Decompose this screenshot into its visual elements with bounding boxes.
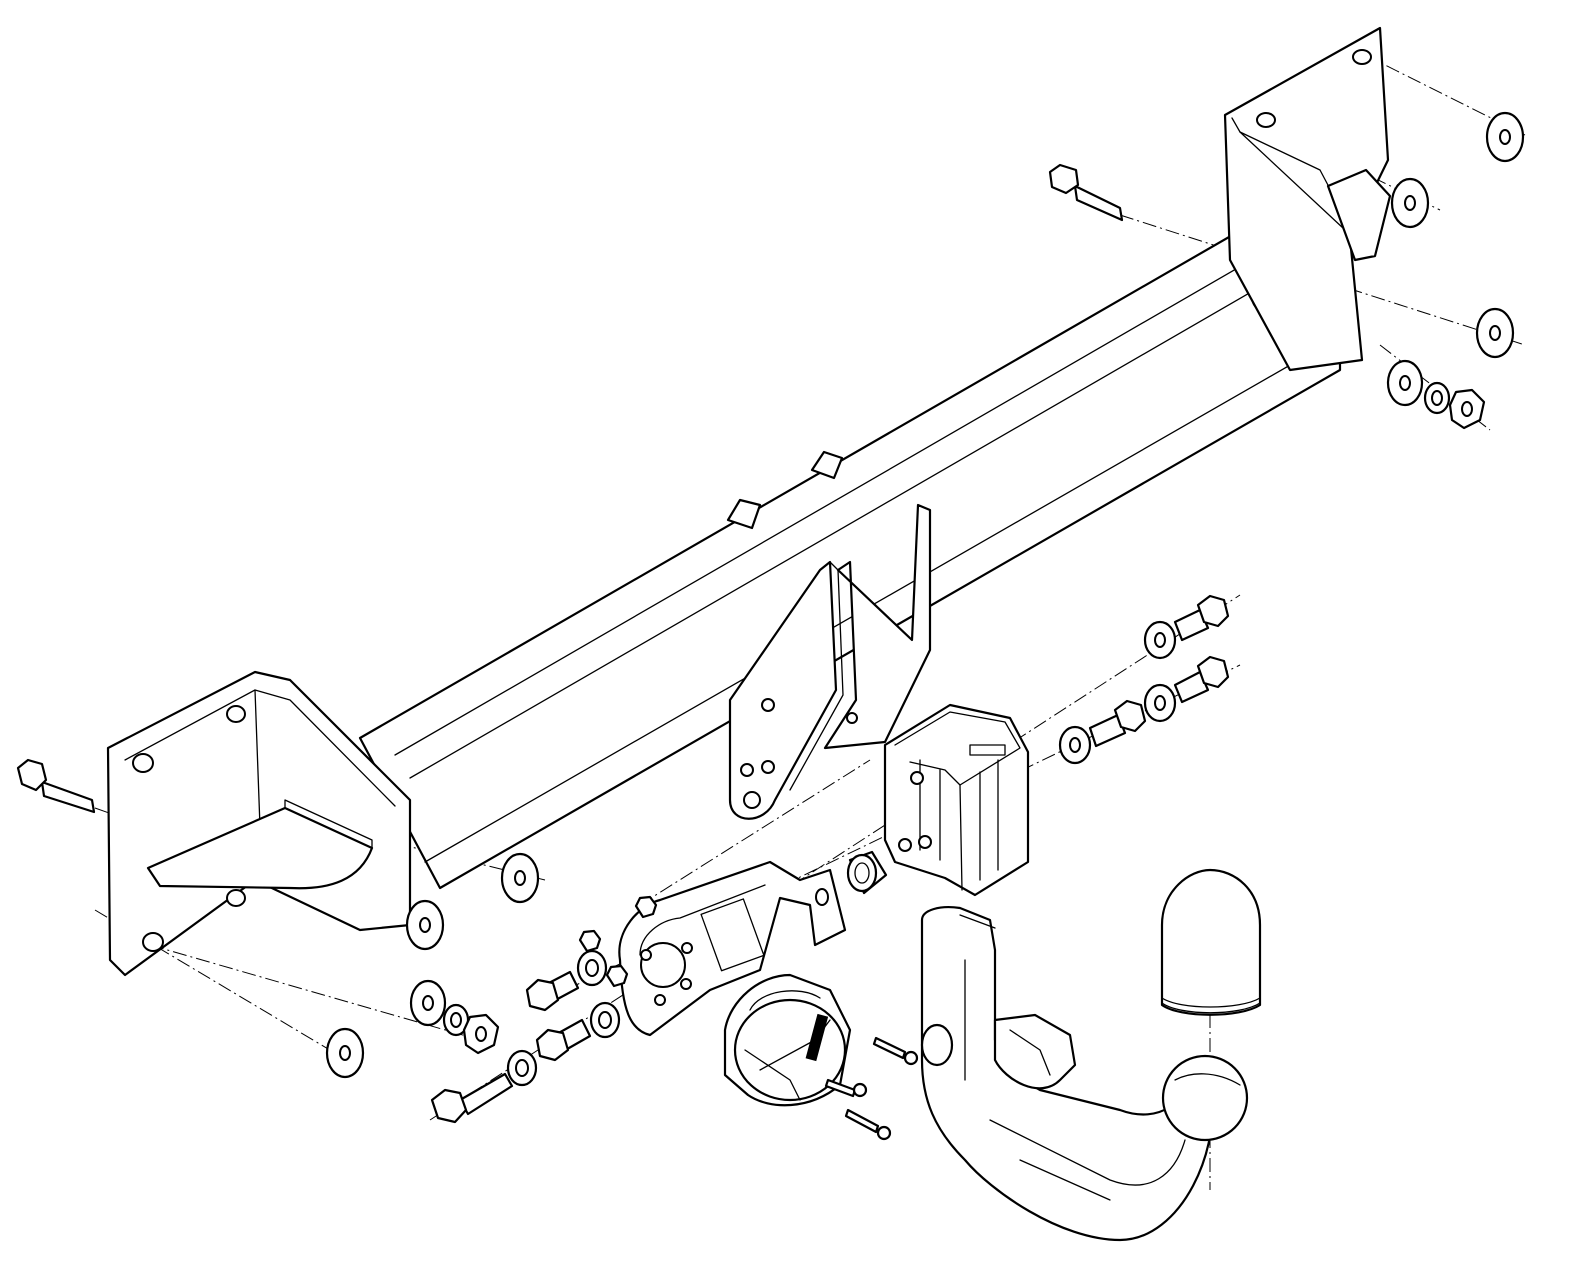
washer-left-2 <box>405 899 445 951</box>
washer-bracket-1 <box>1143 620 1177 660</box>
washer-left-1 <box>500 852 540 904</box>
spring-washer-3 <box>576 949 608 987</box>
spring-washer-1 <box>1423 381 1451 415</box>
washers <box>325 111 1525 1079</box>
center-support-bracket <box>728 503 932 820</box>
bolt-bracket-2 <box>1173 655 1230 704</box>
spring-washer-2 <box>442 1003 470 1037</box>
washer-left-4 <box>325 1027 365 1079</box>
socket-screw-1 <box>872 1036 919 1066</box>
towball-receiver-socket <box>883 703 1030 897</box>
right-plate-hole-left <box>1256 112 1276 128</box>
spring-washer-4 <box>589 1001 621 1039</box>
hex-bolts <box>16 163 1230 1141</box>
electrical-socket <box>723 973 852 1107</box>
spacer-sleeve <box>846 850 888 895</box>
tow-ball-cover-cap <box>1160 868 1262 1016</box>
bolt-socket-mid-2 <box>535 1018 592 1062</box>
detachable-tow-ball-neck <box>920 906 1249 1242</box>
tow-ball <box>1161 1054 1249 1142</box>
small-nut-2 <box>578 929 602 953</box>
left-mounting-plate <box>106 670 412 977</box>
hex-nut-left <box>462 1013 500 1055</box>
socket-screw-3 <box>844 1108 892 1141</box>
washer-bracket-3 <box>1058 725 1092 765</box>
left-plate-hole-3 <box>226 889 246 907</box>
spring-washer-5 <box>506 1049 538 1087</box>
washer-right-3 <box>1475 307 1515 359</box>
bolt-socket-lower <box>430 1072 514 1124</box>
washer-bracket-2 <box>1143 683 1177 723</box>
washer-left-3 <box>409 979 447 1027</box>
hex-nuts <box>462 388 1486 1055</box>
hex-nut-right <box>1448 388 1486 430</box>
small-nut-3 <box>605 964 629 988</box>
right-mounting-plate <box>1223 26 1392 372</box>
left-plate-hole-4 <box>142 932 164 952</box>
crossbar <box>358 216 1342 890</box>
washer-right-4 <box>1386 359 1424 407</box>
bolt-socket-mid-1 <box>525 970 580 1012</box>
socket-screw-2 <box>824 1078 868 1098</box>
spring-washers <box>442 381 1451 1087</box>
left-plate-hole-2 <box>226 705 246 723</box>
small-nut-1 <box>634 895 658 919</box>
right-plate-hole-top <box>1352 49 1372 65</box>
left-plate-hole-1 <box>132 753 154 773</box>
bolt-left-mount <box>16 758 96 814</box>
bolt-right-mount <box>1048 163 1124 222</box>
bolt-bracket-1 <box>1173 594 1230 642</box>
washer-right-1 <box>1485 111 1525 163</box>
electrical-socket-plate <box>618 860 847 1037</box>
crossbar-tabs <box>726 450 844 530</box>
washer-right-2 <box>1390 177 1430 229</box>
bolt-bracket-3 <box>1088 699 1147 748</box>
